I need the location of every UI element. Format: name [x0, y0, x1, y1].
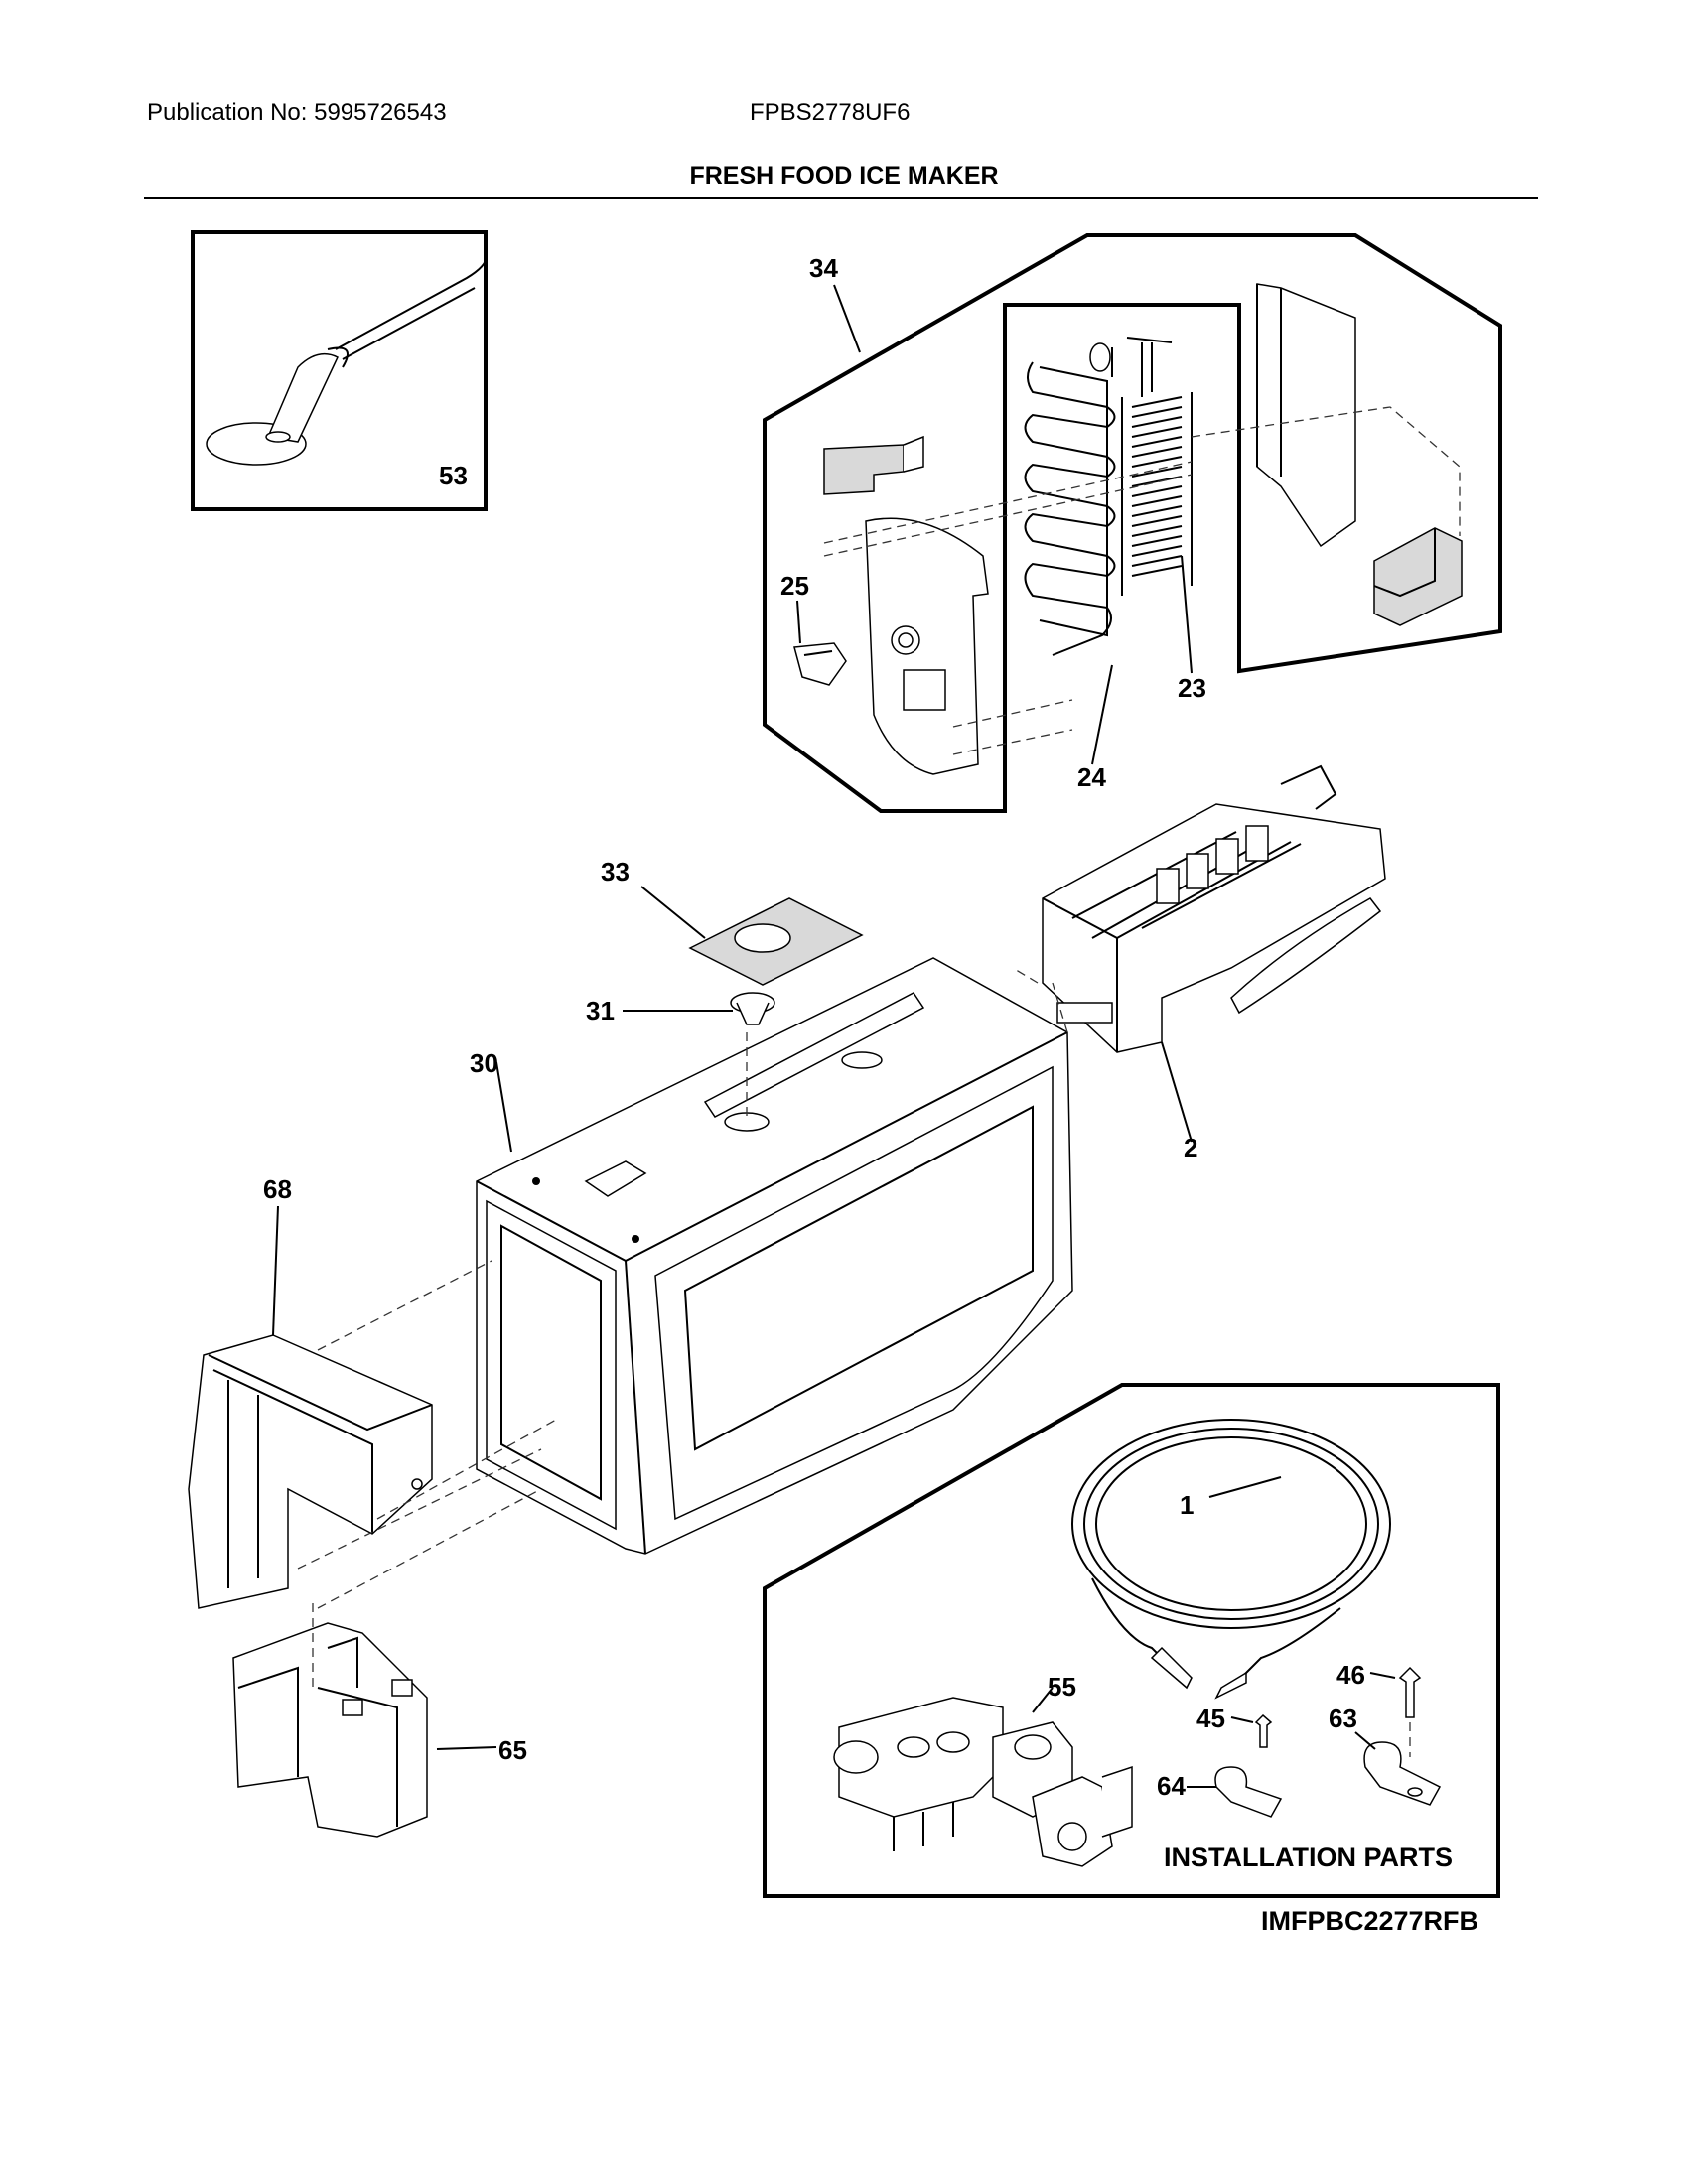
- callout-1: 1: [1180, 1490, 1194, 1520]
- callout-31: 31: [586, 996, 615, 1025]
- part-65-ice-bucket-support: [232, 1488, 542, 1838]
- page-title: FRESH FOOD ICE MAKER: [689, 162, 999, 190]
- publication-number: Publication No: 5995726543: [147, 99, 447, 126]
- callout-53: 53: [439, 461, 468, 490]
- diagram-code: IMFPBC2277RFB: [1261, 1906, 1478, 1936]
- installation-parts-box: [763, 1383, 1500, 1898]
- part-34-evaporator-assembly: [763, 233, 1502, 813]
- callout-33: 33: [601, 857, 630, 887]
- callout-25: 25: [780, 571, 809, 601]
- callout-30: 30: [470, 1048, 498, 1078]
- callout-2: 2: [1184, 1133, 1197, 1162]
- part-30-housing: [476, 957, 1073, 1555]
- callout-55: 55: [1048, 1672, 1076, 1702]
- installation-parts-label: INSTALLATION PARTS: [1164, 1843, 1453, 1872]
- callout-65: 65: [498, 1735, 527, 1765]
- callout-23: 23: [1178, 673, 1206, 703]
- part-33-pad: [640, 886, 864, 986]
- callout-68: 68: [263, 1174, 292, 1204]
- header-divider: [144, 197, 1538, 199]
- callout-46: 46: [1336, 1660, 1365, 1690]
- callout-24: 24: [1077, 762, 1106, 792]
- callout-64: 64: [1157, 1771, 1186, 1801]
- part-68-end-cover: [188, 1205, 557, 1609]
- callout-34: 34: [809, 253, 838, 283]
- part-2-ice-maker: [1042, 764, 1386, 1143]
- model-number: FPBS2778UF6: [750, 99, 911, 126]
- callout-63: 63: [1329, 1704, 1357, 1733]
- part-53-inset: [191, 230, 488, 511]
- part-31-grommet: [623, 992, 775, 1025]
- callout-45: 45: [1196, 1704, 1225, 1733]
